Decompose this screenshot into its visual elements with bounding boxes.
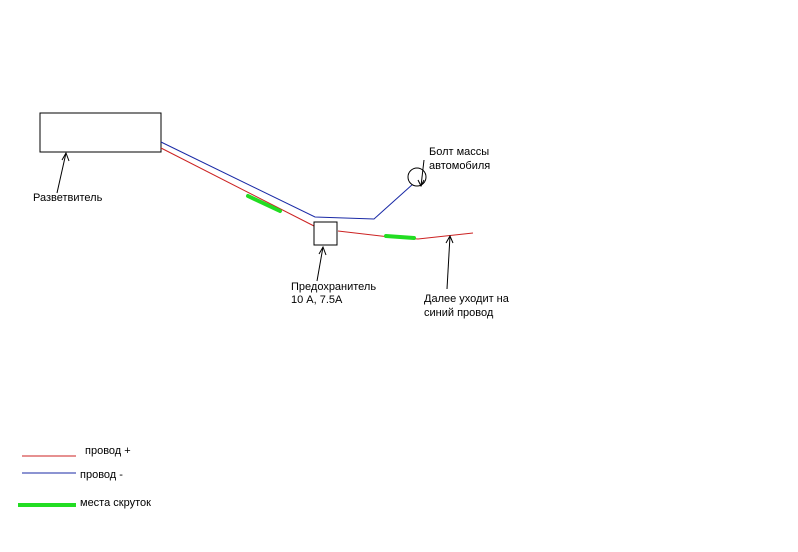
- continues-pointer: [445, 234, 454, 290]
- continues-label-line1: Далее уходит на: [424, 293, 509, 305]
- negative-wire: [160, 141, 414, 220]
- fuse-label-line2: 10 А, 7.5А: [291, 294, 343, 306]
- ground-bolt-pointer: [417, 159, 425, 188]
- ground-bolt-circle: [407, 167, 427, 187]
- legend-positive-label: провод +: [85, 445, 131, 457]
- fuse-label-line1: Предохранитель: [291, 281, 377, 293]
- legend-negative-label: провод -: [80, 469, 123, 481]
- splice-mark: [384, 234, 416, 240]
- ground-bolt-label-line2: автомобиля: [429, 160, 491, 172]
- positive-wire-to-fuse: [160, 147, 315, 227]
- splitter-pointer: [56, 151, 70, 194]
- ground-bolt-label-line1: Болт массы: [429, 146, 490, 158]
- fuse-box: [313, 221, 338, 246]
- fuse-pointer: [316, 245, 327, 282]
- splitter-box: [39, 112, 162, 153]
- legend-splice-label: места скруток: [80, 497, 151, 509]
- splice-mark: [246, 194, 282, 213]
- continues-label-line2: синий провод: [424, 307, 494, 319]
- splitter-label: Разветвитель: [33, 192, 103, 204]
